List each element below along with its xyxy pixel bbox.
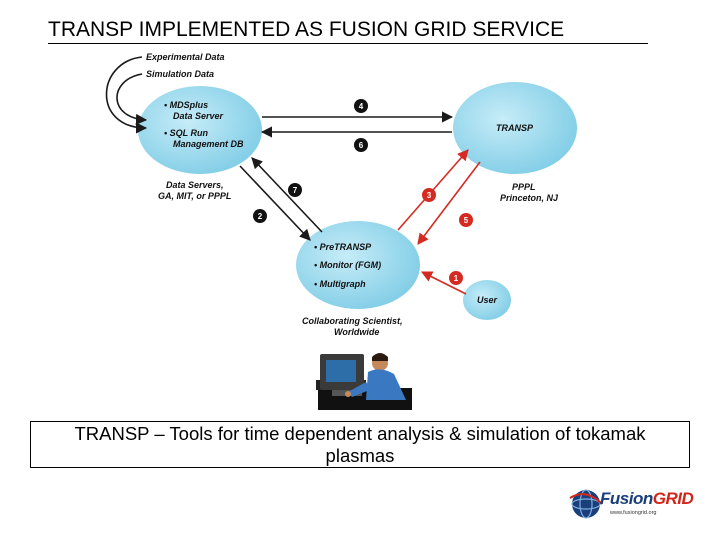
data-server-node <box>138 86 262 174</box>
caption-box: TRANSP – Tools for time dependent analys… <box>30 421 690 468</box>
caption-line2: plasmas <box>325 445 395 466</box>
svg-text:6: 6 <box>359 141 364 150</box>
step-badge-3: 3 <box>422 188 436 202</box>
arrow-5 <box>417 161 481 245</box>
label-worldwide: Worldwide <box>334 327 379 337</box>
svg-text:4: 4 <box>359 102 364 111</box>
simulation-data-arrow <box>116 73 148 126</box>
step-badge-2: 2 <box>253 209 267 223</box>
label-sql-run: • SQL Run <box>164 128 208 138</box>
label-monitor: • Monitor (FGM) <box>314 260 381 270</box>
label-management-db: Management DB <box>173 139 244 149</box>
label-mdsplus: • MDSplus <box>164 100 208 110</box>
fusion-grid-diagram: 4 6 7 2 3 5 1 Experimental Data Simulati… <box>105 52 577 410</box>
label-data-server-sites: GA, MIT, or PPPL <box>158 191 231 201</box>
step-badge-7: 7 <box>288 183 302 197</box>
label-data-server: Data Server <box>173 111 224 121</box>
svg-text:5: 5 <box>464 216 469 225</box>
label-data-servers: Data Servers, <box>166 180 224 190</box>
transp-node <box>453 82 577 174</box>
label-simulation-data: Simulation Data <box>146 69 214 79</box>
arrow-7 <box>251 157 323 233</box>
fusiongrid-url: www.fusiongrid.org <box>610 510 657 516</box>
label-pppl: PPPL <box>512 182 536 192</box>
label-princeton: Princeton, NJ <box>500 193 559 203</box>
svg-text:3: 3 <box>427 191 432 200</box>
label-pretransp: • PreTRANSP <box>314 242 372 252</box>
fusiongrid-wordmark: FusionGRID <box>600 489 694 508</box>
fusiongrid-globe-icon <box>569 489 603 519</box>
arrow-2 <box>239 165 311 241</box>
collaborator-node <box>296 221 420 309</box>
step-badge-6: 6 <box>354 138 368 152</box>
label-multigraph: • Multigraph <box>314 279 366 289</box>
fusiongrid-logo: FusionGRID www.fusiongrid.org <box>568 484 698 524</box>
step-badge-5: 5 <box>459 213 473 227</box>
step-badge-1: 1 <box>449 271 463 285</box>
arrow-1 <box>420 271 467 295</box>
svg-text:7: 7 <box>293 186 298 195</box>
svg-text:2: 2 <box>258 212 263 221</box>
svg-text:1: 1 <box>454 274 459 283</box>
label-transp: TRANSP <box>496 123 534 133</box>
page-title: TRANSP IMPLEMENTED AS FUSION GRID SERVIC… <box>48 18 648 44</box>
experimental-data-arrow <box>105 56 148 134</box>
user-node <box>463 280 511 320</box>
label-experimental-data: Experimental Data <box>146 52 225 62</box>
scientist-computer-illustration <box>316 353 412 410</box>
label-user: User <box>477 295 498 305</box>
label-collaborating-scientist: Collaborating Scientist, <box>302 316 403 326</box>
step-badge-4: 4 <box>354 99 368 113</box>
caption-line1: TRANSP – Tools for time dependent analys… <box>74 423 646 444</box>
